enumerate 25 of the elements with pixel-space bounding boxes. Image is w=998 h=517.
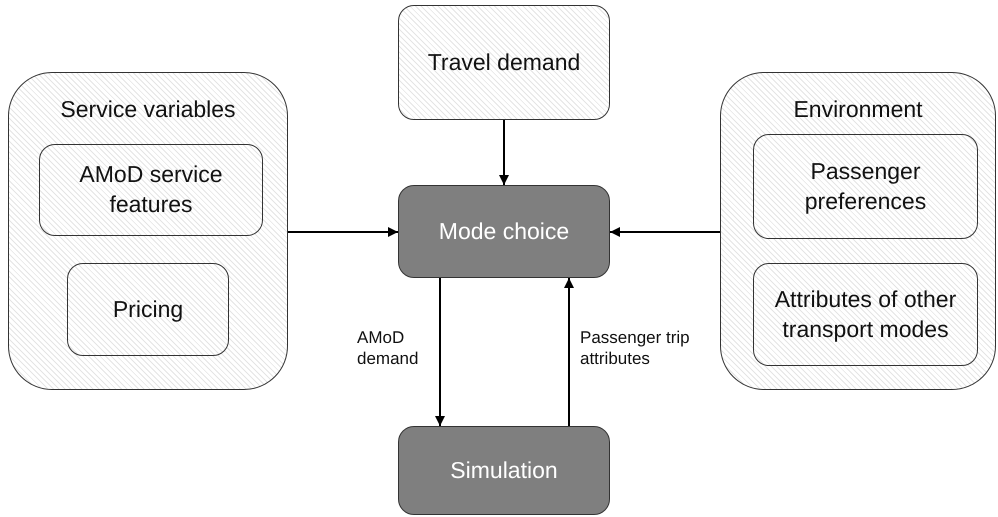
arrow xyxy=(610,227,720,237)
process-box xyxy=(39,144,263,236)
process-box xyxy=(398,5,610,120)
box-label: Travel demand xyxy=(426,48,582,77)
box-label: Attributes of other transport modes xyxy=(774,284,958,344)
process-box xyxy=(398,426,610,515)
process-box xyxy=(753,263,978,366)
group-heading: Environment xyxy=(792,95,924,124)
group-box xyxy=(720,72,996,390)
arrow xyxy=(435,278,445,426)
group-heading: Service variables xyxy=(59,95,237,124)
edge-label: AMoD demand xyxy=(357,327,420,370)
arrow xyxy=(288,227,398,237)
process-box xyxy=(67,263,229,356)
group-box xyxy=(8,72,288,390)
box-label: Passenger preferences xyxy=(804,156,928,216)
box-label: Pricing xyxy=(112,294,184,324)
edge-label: Passenger trip attributes xyxy=(580,327,691,370)
box-label: Simulation xyxy=(449,456,559,485)
arrow xyxy=(499,120,509,185)
box-label: Mode choice xyxy=(438,216,570,246)
box-label: AMoD service features xyxy=(78,160,224,219)
arrow xyxy=(564,278,574,426)
process-box xyxy=(398,185,610,278)
process-box xyxy=(753,134,978,239)
